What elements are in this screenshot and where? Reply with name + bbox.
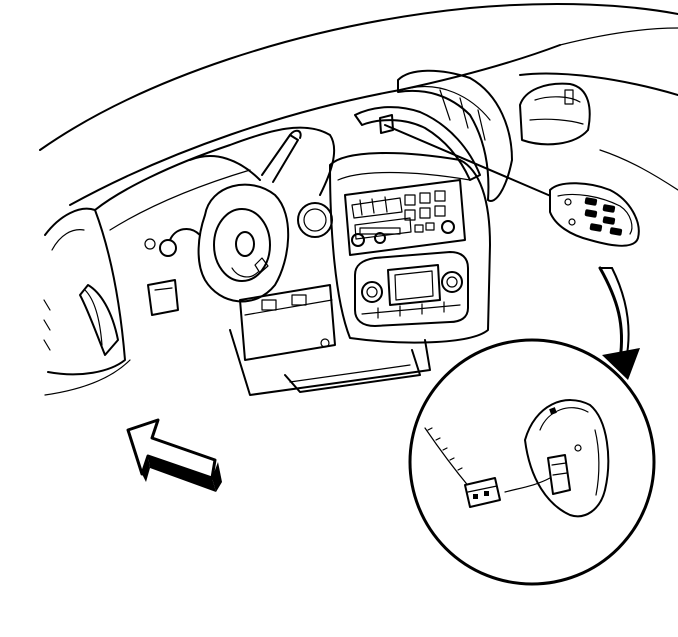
dashboard-top-surface (39, 3, 678, 206)
upper-trim-bezel (354, 106, 481, 181)
center-stack-bezel (329, 152, 491, 344)
radio-unit[interactable] (344, 179, 466, 256)
hvac-controls[interactable] (354, 251, 469, 327)
lower-dash-module (229, 284, 431, 396)
left-air-vent (43, 207, 131, 396)
detail-inset (408, 338, 656, 586)
removed-control-switch (549, 182, 640, 247)
direction-arrow-icon (126, 418, 222, 492)
arrow-right-curved-icon (598, 266, 640, 380)
steering-column (144, 129, 302, 316)
round-knob (297, 202, 333, 238)
right-air-vent (397, 69, 591, 202)
cluster-hood (94, 126, 336, 231)
leader-line (384, 124, 561, 201)
